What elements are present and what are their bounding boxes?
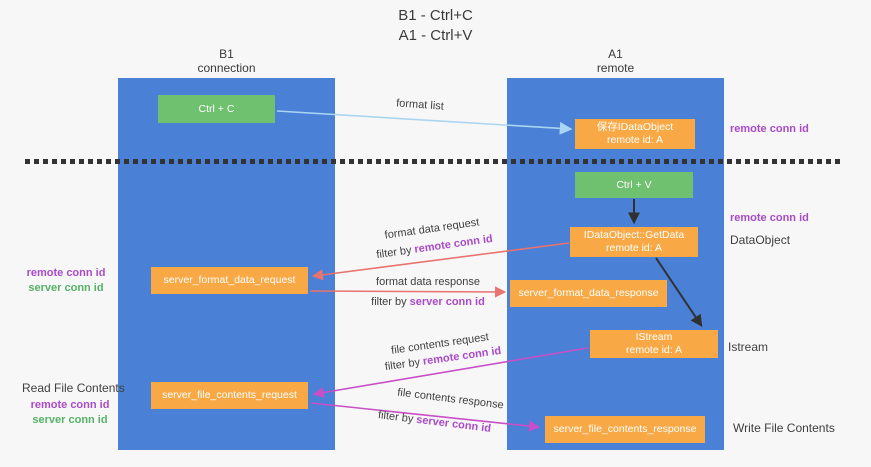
format-request-label: server_format_data_request <box>163 274 296 286</box>
arrow-format-data-response <box>309 286 507 298</box>
file-request-label: server_file_contents_request <box>162 389 297 401</box>
file-response-label: server_file_contents_response <box>553 423 697 435</box>
save-dataobject-line1: 保存IDataObject <box>596 121 674 133</box>
annotation-dataobject: DataObject <box>730 233 791 247</box>
lane-header-left: B1 connection <box>118 47 335 75</box>
label-format-list: format list <box>365 95 476 115</box>
ctrl-c-label: Ctrl + C <box>198 102 235 115</box>
lane-left-title: B1 <box>219 47 234 61</box>
format-data-response-text: format data response <box>376 276 480 288</box>
node-idataobject-getdata: IDataObject::GetData remote id: A <box>570 227 698 257</box>
annotation-remote-conn-id-top: remote conn id <box>730 123 809 135</box>
node-ctrl-c: Ctrl + C <box>158 95 275 123</box>
label-format-data-response: format data response <box>348 276 508 288</box>
annotation-left-conn-ids-2: remote conn id server conn id <box>26 398 114 428</box>
file-contents-response-text: file contents response <box>396 386 505 412</box>
istream-line2: remote id: A <box>625 344 683 356</box>
filter-by-text: filter by <box>377 409 415 426</box>
filter-by-text: filter by <box>375 244 413 262</box>
lane-right-title: A1 <box>608 47 623 61</box>
format-response-label: server_format_data_response <box>518 287 659 299</box>
lane-right-subtitle: remote <box>596 61 635 75</box>
istream-line1: IStream <box>635 331 673 343</box>
node-save-dataobject: 保存IDataObject remote id: A <box>575 119 695 149</box>
node-ctrl-v: Ctrl + V <box>575 172 693 198</box>
remote-conn-id-text: remote conn id <box>26 267 106 279</box>
save-dataobject-line2: remote id: A <box>606 134 664 146</box>
server-conn-id-text: server conn id <box>415 413 492 435</box>
filter-by-text: filter by <box>371 296 407 308</box>
format-list-text: format list <box>395 97 445 113</box>
diagram-title: B1 - Ctrl+C A1 - Ctrl+V <box>0 6 871 46</box>
annotation-istream: Istream <box>728 340 769 354</box>
node-server-format-data-response: server_format_data_response <box>510 280 667 307</box>
node-server-format-data-request: server_format_data_request <box>151 267 308 294</box>
annotation-remote-conn-id-mid: remote conn id <box>730 212 809 224</box>
title-line-1: B1 - Ctrl+C <box>398 7 473 24</box>
annotation-write-file-contents: Write File Contents <box>733 421 835 435</box>
getdata-line1: IDataObject::GetData <box>583 229 685 241</box>
node-istream: IStream remote id: A <box>590 330 718 358</box>
ctrl-v-label: Ctrl + V <box>616 178 652 191</box>
title-line-2: A1 - Ctrl+V <box>398 27 473 44</box>
lane-header-right: A1 remote <box>507 47 724 75</box>
getdata-line2: remote id: A <box>605 242 663 254</box>
server-conn-id-text: server conn id <box>409 296 485 308</box>
node-server-file-contents-request: server_file_contents_request <box>151 382 308 409</box>
annotation-left-conn-ids-1: remote conn id server conn id <box>24 266 108 296</box>
node-server-file-contents-response: server_file_contents_response <box>545 416 705 443</box>
lane-left-subtitle: connection <box>197 61 256 75</box>
remote-conn-id-text: remote conn id <box>30 399 110 411</box>
remote-conn-id-text: remote conn id <box>413 232 494 256</box>
filter-by-text: filter by <box>384 356 421 374</box>
annotation-read-file-contents: Read File Contents <box>22 381 125 395</box>
server-conn-id-text: server conn id <box>32 414 108 426</box>
dashed-divider <box>25 159 843 164</box>
server-conn-id-text: server conn id <box>28 282 104 294</box>
